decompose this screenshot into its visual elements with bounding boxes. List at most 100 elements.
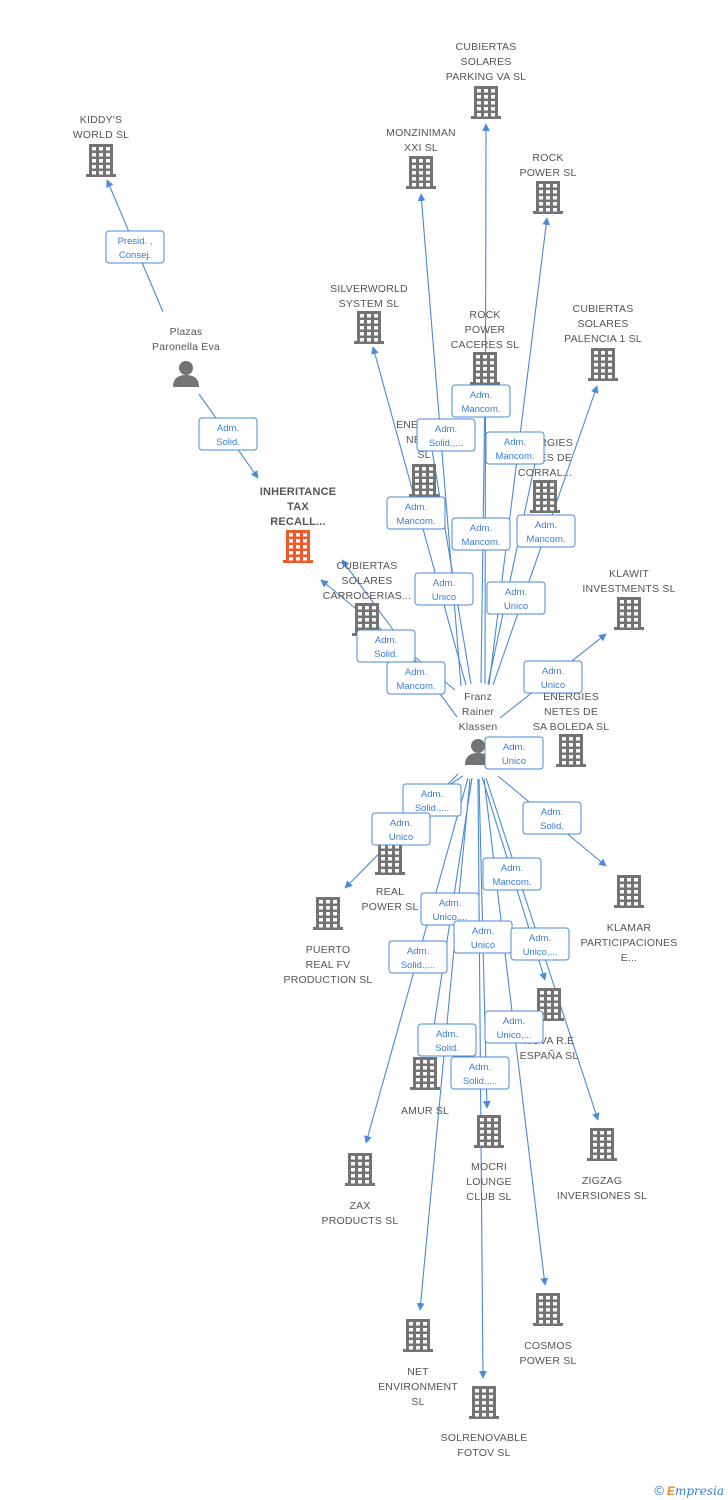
node-label-line: PRODUCTS SL bbox=[322, 1215, 399, 1227]
relation-label-franz-to-real_power[interactable]: Adm.Solid.,... bbox=[402, 783, 462, 817]
relation-text-line: Adm. bbox=[421, 789, 443, 800]
relation-text: Adm.Unico bbox=[502, 742, 526, 767]
relation-text: Adm.Solid. bbox=[374, 635, 398, 660]
relation-label-franz-to-nova_re[interactable]: Adm.Mancom. bbox=[482, 857, 542, 891]
relation-label-franz-to-mocri[interactable]: Adm.Unico bbox=[453, 920, 513, 954]
relation-label-franz-to-cub_parking[interactable]: Adm.Mancom. bbox=[451, 517, 511, 551]
building-icon bbox=[375, 842, 405, 875]
relation-label-franz-to-puerto_real[interactable]: Adm.Unico bbox=[371, 812, 431, 846]
relation-text-line: Adm. bbox=[541, 807, 563, 818]
relation-label-plazas-to-kiddys[interactable]: Presid. ,Consej. bbox=[105, 230, 165, 264]
node-label: AMUR SL bbox=[401, 1105, 449, 1117]
relation-label-franz-to-sa_boleda[interactable]: Adm.Unico bbox=[484, 736, 544, 770]
node-label-line: LOUNGE bbox=[466, 1176, 512, 1188]
relation-label-franz-to-energies_corral[interactable]: Adm.Mancom. bbox=[485, 431, 545, 465]
footer-brand[interactable]: ©Empresia bbox=[654, 1483, 724, 1498]
node-label-line: CUBIERTAS bbox=[337, 560, 398, 572]
building-icon bbox=[530, 480, 560, 513]
relation-label-franz-to-zigzag[interactable]: Adm.Unico,... bbox=[510, 927, 570, 961]
relation-label-franz-to-klawit[interactable]: Adm. Unico bbox=[523, 660, 583, 694]
relation-text-line: Adm. bbox=[542, 666, 564, 677]
relation-text-line: Adm. bbox=[217, 423, 239, 434]
relation-text-line: Unico bbox=[432, 592, 456, 603]
relation-text-line: Unico bbox=[504, 601, 528, 612]
node-label-line: RECALL... bbox=[270, 516, 326, 528]
node-amur[interactable]: AMUR SL bbox=[401, 1057, 449, 1117]
relation-label-franz-to-silverworld[interactable]: Adm.Mancom. bbox=[386, 496, 446, 530]
relation-label-franz-to-solrenovable[interactable]: Adm.Solid.,... bbox=[450, 1056, 510, 1090]
node-label-line: SOLARES bbox=[460, 56, 511, 68]
node-label-line: AMUR SL bbox=[401, 1105, 449, 1117]
node-label-line: ENVIRONMENT bbox=[378, 1381, 458, 1393]
node-label-line: KIDDY'S bbox=[80, 114, 123, 126]
edge-franz-to-energies_corral bbox=[487, 439, 543, 685]
relation-text: Adm.Solid.,... bbox=[415, 789, 449, 814]
relation-label-franz-to-monziniman[interactable]: Adm. Unico bbox=[414, 572, 474, 606]
relation-text-line: Presid. , bbox=[118, 236, 153, 247]
relation-label-franz-to-inheritance[interactable]: Adm.Mancom. bbox=[386, 661, 446, 695]
node-label-line: POWER SL bbox=[361, 901, 418, 913]
relation-text-line: Adm. bbox=[504, 437, 526, 448]
relation-label-franz-to-amur[interactable]: Adm.Unico,... bbox=[420, 892, 480, 926]
building-icon bbox=[474, 1115, 504, 1148]
relation-label-franz-to-zax[interactable]: Adm.Solid.,... bbox=[388, 940, 448, 974]
relation-text: Adm.Unico bbox=[471, 926, 495, 951]
relation-label-franz-to-rock_caceres[interactable]: Adm.Mancom. bbox=[451, 384, 511, 418]
relation-text: Adm.Solid. bbox=[216, 423, 240, 448]
building-icon bbox=[614, 875, 644, 908]
relation-text-line: Unico,... bbox=[523, 947, 558, 958]
relation-text: Adm.Solid.,... bbox=[463, 1062, 497, 1087]
relation-label-franz-to-net_env[interactable]: Adm.Solid. bbox=[417, 1023, 477, 1057]
relation-label-franz-to-cub_palencia[interactable]: Adm.Mancom. bbox=[516, 514, 576, 548]
edge-franz-to-energies_netes bbox=[424, 419, 472, 685]
relation-label-franz-to-klamar[interactable]: Adm.Solid. bbox=[522, 801, 582, 835]
node-label-line: CARROCERIAS... bbox=[323, 590, 412, 602]
relation-label-plazas-to-inheritance[interactable]: Adm.Solid. bbox=[198, 417, 258, 451]
relation-text-line: Adm. bbox=[390, 818, 412, 829]
relation-label-franz-to-cosmos[interactable]: Adm.Unico,... bbox=[484, 1010, 544, 1044]
node-label-line: PARKING VA SL bbox=[446, 71, 526, 83]
relation-label-franz-to-cub_carrocerias[interactable]: Adm.Solid. bbox=[356, 629, 416, 663]
node-label-line: SA BOLEDA SL bbox=[533, 721, 610, 733]
relation-text-line: Unico bbox=[541, 680, 565, 691]
relation-text-line: Unico,... bbox=[497, 1030, 532, 1041]
relation-text: Adm.Unico bbox=[389, 818, 413, 843]
relation-label-franz-to-rock_power[interactable]: Adm.Unico bbox=[486, 581, 546, 615]
relation-label-franz-to-energies_netes[interactable]: Adm.Solid.,... bbox=[416, 418, 476, 452]
relation-text-line: Adm. bbox=[433, 578, 455, 589]
relation-text: Adm.Solid. bbox=[540, 807, 564, 832]
relation-text: Adm.Solid. bbox=[435, 1029, 459, 1054]
relation-text: Adm.Mancom. bbox=[492, 863, 531, 888]
node-label-line: KLAMAR bbox=[607, 922, 652, 934]
relation-text-line: Mancom. bbox=[396, 681, 435, 692]
node-label-line: Rainer bbox=[462, 706, 494, 718]
